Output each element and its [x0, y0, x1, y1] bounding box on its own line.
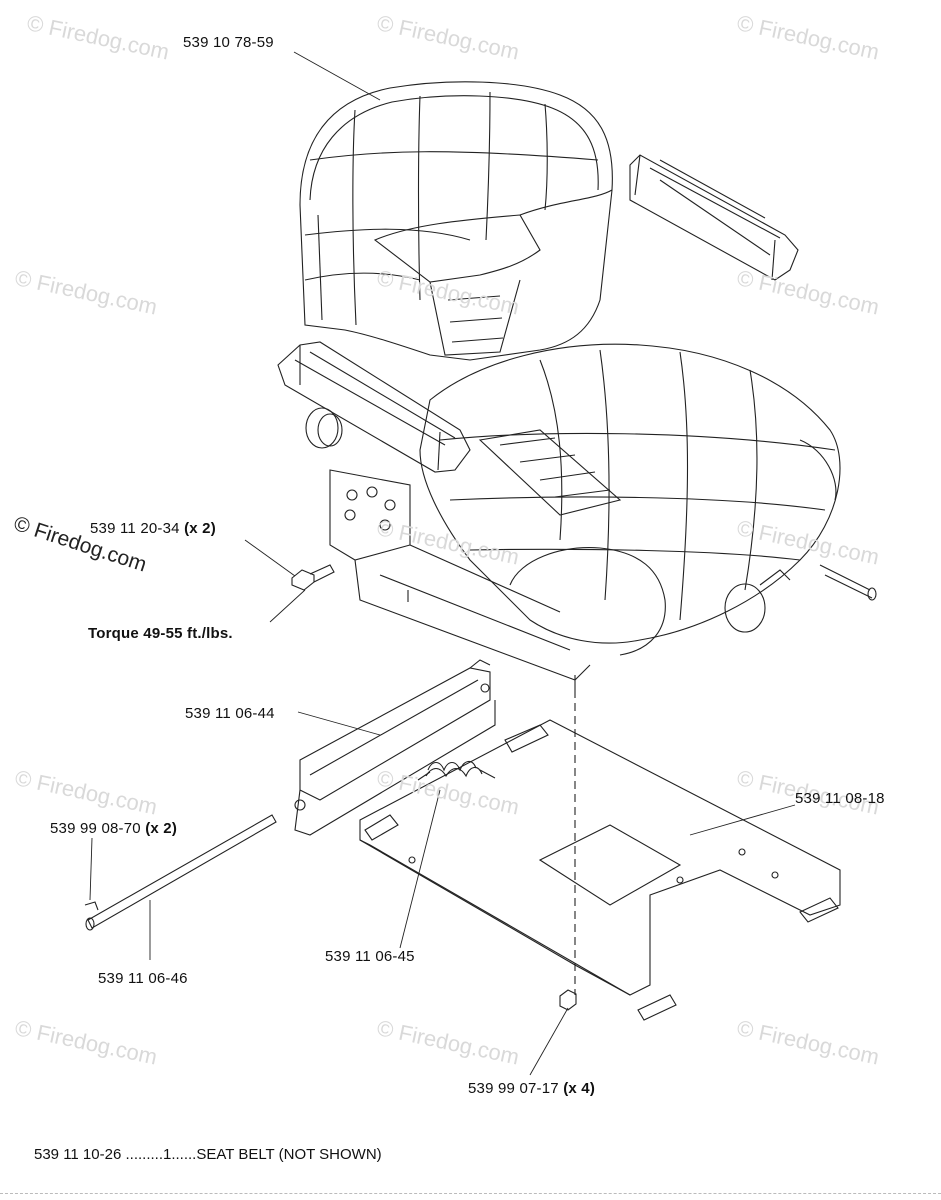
callout-torque: Torque 49-55 ft./lbs. — [88, 625, 233, 642]
nut — [559, 989, 577, 1011]
adjustment-knob — [305, 407, 343, 449]
page-edge-divider — [0, 1193, 941, 1196]
callout-pin-clip: 539 99 08-70 (x 2) — [50, 820, 177, 837]
callout-bolt: 539 11 20-34 (x 2) — [90, 520, 216, 537]
base-plate — [359, 719, 841, 1021]
note-qty: 1 — [163, 1146, 172, 1163]
parts-note: 539 11 10-26 .........1......SEAT BELT (… — [34, 1146, 382, 1163]
left-armrest — [277, 341, 471, 473]
note-desc: SEAT BELT (NOT SHOWN) — [196, 1146, 382, 1163]
callout-base-plate: 539 11 08-18 — [795, 790, 885, 807]
suspension-bracket — [329, 469, 591, 690]
callout-nut: 539 99 07-17 (x 4) — [468, 1080, 595, 1097]
callout-pin-clip-qty: (x 2) — [145, 820, 178, 837]
callout-bolt-qty: (x 2) — [184, 520, 216, 537]
note-sep: ......... — [125, 1146, 163, 1163]
bolt — [291, 564, 335, 591]
callout-seat: 539 10 78-59 — [183, 34, 274, 51]
callout-bolt-part: 539 11 20-34 — [90, 520, 180, 537]
seat-back — [299, 81, 613, 361]
callout-spring: 539 11 06-45 — [325, 948, 415, 965]
note-sep: ...... — [171, 1146, 197, 1163]
rod — [84, 814, 277, 931]
callout-pin-clip-part: 539 99 08-70 — [50, 820, 141, 837]
callout-nut-qty: (x 4) — [563, 1080, 596, 1097]
callout-nut-part: 539 99 07-17 — [468, 1080, 559, 1097]
slide-rail — [294, 659, 496, 836]
note-part: 539 11 10-26 — [34, 1146, 122, 1163]
callout-rod: 539 11 06-46 — [98, 970, 188, 987]
leader-lines — [89, 51, 796, 1076]
spring — [417, 760, 496, 781]
side-lever — [724, 564, 877, 633]
seat-cushion — [419, 343, 841, 656]
right-armrest — [629, 154, 799, 281]
callout-slide-rail: 539 11 06-44 — [185, 705, 275, 722]
